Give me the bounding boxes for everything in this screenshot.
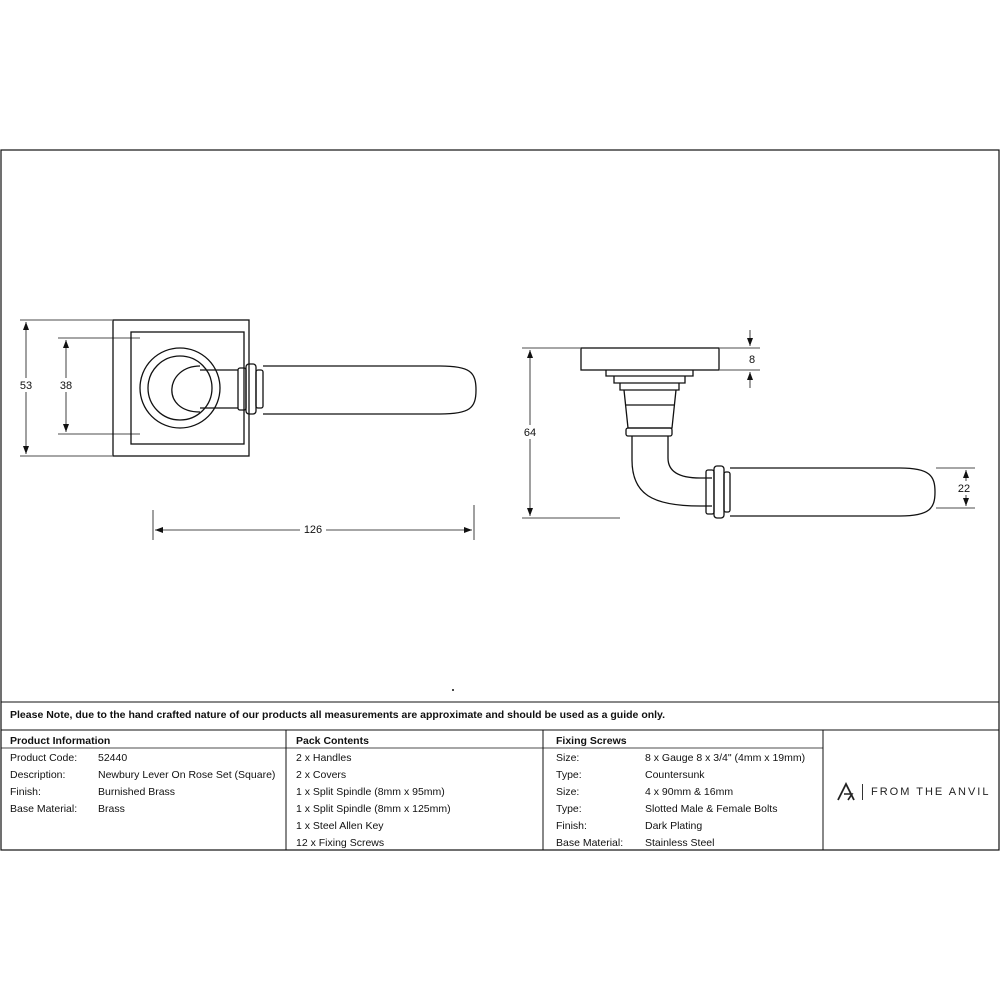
fixing-screws-heading: Fixing Screws [556, 735, 627, 747]
side-neck-collar [625, 427, 673, 437]
list-item: 2 x Covers [296, 769, 347, 781]
side-elbow-inner [667, 436, 712, 479]
row-label: Size: [556, 752, 580, 764]
product-info-heading: Product Information [10, 735, 111, 747]
table-row: Description: Newbury Lever On Rose Set (… [10, 767, 284, 784]
front-view [112, 319, 477, 457]
table-row: Type: Countersunk [556, 767, 820, 784]
anvil-a-logo-icon [837, 782, 855, 801]
row-label: Type: [556, 769, 582, 781]
lever-body [263, 365, 477, 415]
fixing-screws-table: Fixing Screws Size: 8 x Gauge 8 x 3/4" (… [556, 733, 820, 852]
side-rose-step-3 [619, 383, 680, 391]
row-label: Finish: [10, 786, 41, 798]
list-item: 1 x Split Spindle (8mm x 95mm) [296, 786, 445, 798]
lever-shank [200, 369, 238, 409]
lever-neck [171, 365, 201, 413]
square-rose-outer [112, 319, 250, 457]
disclaimer-note: Please Note, due to the hand crafted nat… [10, 709, 666, 721]
side-lever-collar-2 [713, 465, 725, 519]
table-row: Finish: Dark Plating [556, 818, 820, 835]
sheet-border [0, 149, 1000, 851]
table-row: Size: 4 x 90mm & 16mm [556, 784, 820, 801]
front-view-dimensions [20, 319, 475, 540]
center-mark [452, 689, 454, 691]
brand-logo: FROM THE ANVIL [836, 782, 990, 802]
pack-contents-table: Pack Contents 2 x Handles 2 x Covers 1 x… [296, 733, 540, 852]
row-label: Description: [10, 769, 66, 781]
table-row: Type: Slotted Male & Female Bolts [556, 801, 820, 818]
dim-rose-inner: 38 [60, 380, 72, 392]
pack-contents-heading: Pack Contents [296, 735, 369, 747]
product-code-value: 52440 [98, 752, 128, 764]
table-row: Base Material: Stainless Steel [556, 835, 820, 852]
base-material-value: Brass [98, 803, 125, 815]
dim-rose-outer: 53 [20, 380, 32, 392]
dim-lever-dia: 22 [958, 483, 970, 495]
side-view [580, 347, 936, 519]
list-item: 1 x Steel Allen Key [296, 820, 384, 832]
side-elbow-outer [631, 436, 712, 507]
row-label: Product Code: [10, 752, 78, 764]
table-row: Finish: Burnished Brass [10, 784, 284, 801]
side-rose-step-2 [613, 376, 686, 384]
row-value: Dark Plating [645, 820, 703, 832]
lever-collar-1 [237, 367, 247, 411]
table-row: Size: 8 x Gauge 8 x 3/4" (4mm x 19mm) [556, 750, 820, 767]
round-rose-outer [139, 347, 221, 429]
round-rose-inner [147, 355, 213, 421]
side-rose-plate [580, 347, 720, 371]
dim-length: 126 [304, 524, 322, 536]
row-label: Finish: [556, 820, 587, 832]
row-label: Type: [556, 803, 582, 815]
brand-divider [862, 784, 863, 800]
row-label: Base Material: [10, 803, 78, 815]
finish-value: Burnished Brass [98, 786, 176, 798]
side-lever-body [730, 467, 936, 517]
row-value: Slotted Male & Female Bolts [645, 803, 778, 815]
list-item: 1 x Split Spindle (8mm x 125mm) [296, 803, 451, 815]
lever-collar-2 [245, 363, 257, 415]
row-value: Countersunk [645, 769, 705, 781]
row-value: 4 x 90mm & 16mm [645, 786, 734, 798]
front-view-arrowheads [23, 322, 472, 533]
list-item: 12 x Fixing Screws [296, 837, 385, 849]
side-lever-collar-3 [723, 471, 731, 513]
dim-height: 64 [524, 427, 536, 439]
lever-collar-3 [255, 369, 264, 409]
table-row: Base Material: Brass [10, 801, 284, 818]
side-rose-step-1 [605, 370, 694, 377]
row-value: Stainless Steel [645, 837, 715, 849]
table-row: Product Code: 52440 [10, 750, 284, 767]
row-label: Base Material: [556, 837, 624, 849]
list-item: 2 x Handles [296, 752, 352, 764]
dim-rose-depth: 8 [749, 354, 755, 366]
brand-name: FROM THE ANVIL [871, 786, 991, 798]
side-neck-taper [623, 389, 677, 429]
side-view-arrowheads [527, 338, 969, 516]
description-value: Newbury Lever On Rose Set (Square) [98, 769, 276, 781]
side-lever-collar-1 [705, 469, 715, 515]
product-info-table: Product Information Product Code: 52440 … [10, 733, 284, 818]
row-value: 8 x Gauge 8 x 3/4" (4mm x 19mm) [645, 752, 806, 764]
row-label: Size: [556, 786, 580, 798]
square-rose-inner [130, 331, 245, 445]
